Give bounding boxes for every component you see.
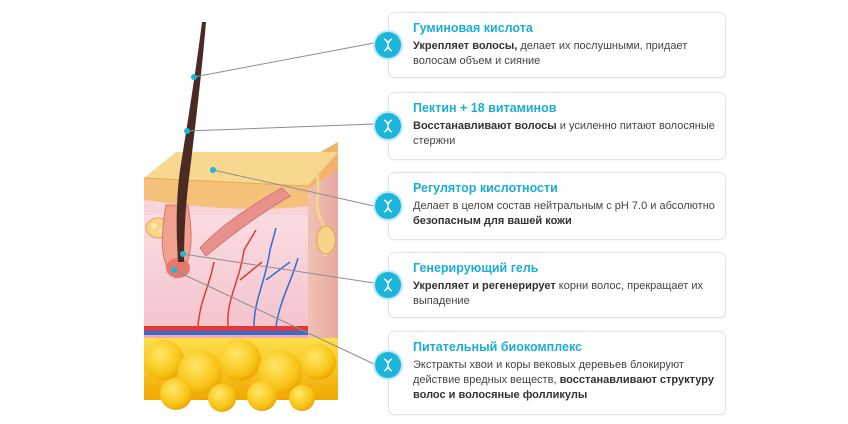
callout-card-regenerating-gel: Генерирующий гель Укрепляет и регенериру…	[375, 252, 726, 318]
hair-shaft	[176, 22, 206, 262]
callout-title: Гуминовая кислота	[413, 21, 533, 35]
callout-title: Регулятор кислотности	[413, 181, 558, 195]
callout-text: Укрепляет волосы, делает их послушными, …	[413, 40, 688, 67]
anchor-dots	[171, 74, 216, 273]
callout-text: Укрепляет и регенерирует корни волос, пр…	[413, 280, 704, 307]
dna-icon	[375, 193, 401, 219]
arrector-muscle	[199, 187, 291, 257]
callout-text: Делает в целом состав нейтральным с pH 7…	[413, 200, 715, 227]
callout-title: Питательный биокомплекс	[413, 340, 582, 354]
callout-text: Экстракты хвои и коры вековых деревьев б…	[413, 359, 714, 401]
connector-lines	[173, 42, 375, 365]
callout-title: Генерирующий гель	[413, 261, 539, 275]
dna-icon	[375, 113, 401, 139]
callout-title: Пектин + 18 витаминов	[413, 101, 557, 115]
dna-icon	[375, 272, 401, 298]
dna-icon	[375, 352, 401, 378]
hair-follicle	[161, 204, 192, 279]
callout-text: Восстанавливают волосы и усиленно питают…	[413, 120, 715, 147]
callout-card-pectin: Пектин + 18 витаминов Восстанавливают во…	[375, 92, 726, 160]
sweat-gland	[314, 167, 336, 257]
callout-card-humic-acid: Гуминовая кислота Укрепляет волосы, дела…	[375, 12, 726, 78]
blood-vessel-band	[144, 326, 308, 338]
fat-layer	[144, 338, 338, 412]
callout-card-biocomplex: Питательный биокомплекс Экстракты хвои и…	[375, 331, 726, 415]
callout-card-ph-regulator: Регулятор кислотности Делает в целом сос…	[375, 172, 726, 240]
dna-icon	[375, 32, 401, 58]
